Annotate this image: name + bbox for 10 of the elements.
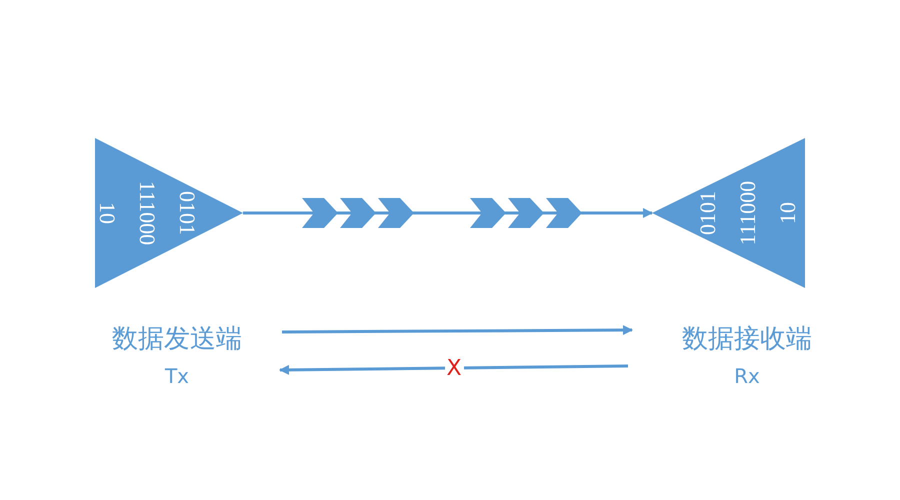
binary-digits: 0101 111000 10 xyxy=(694,180,802,246)
arrow xyxy=(279,364,628,375)
triangle-shape xyxy=(652,138,805,288)
endpoint-label: 数据发送端 xyxy=(112,323,242,353)
binary-digits: 0101 111000 10 xyxy=(94,180,202,246)
endpoint-abbreviation: Tx xyxy=(164,364,190,388)
triangle-shape xyxy=(95,138,243,288)
endpoint-label: 数据接收端 xyxy=(682,323,812,353)
endpoint-abbreviation: Rx xyxy=(734,364,760,388)
arrow xyxy=(282,325,633,336)
